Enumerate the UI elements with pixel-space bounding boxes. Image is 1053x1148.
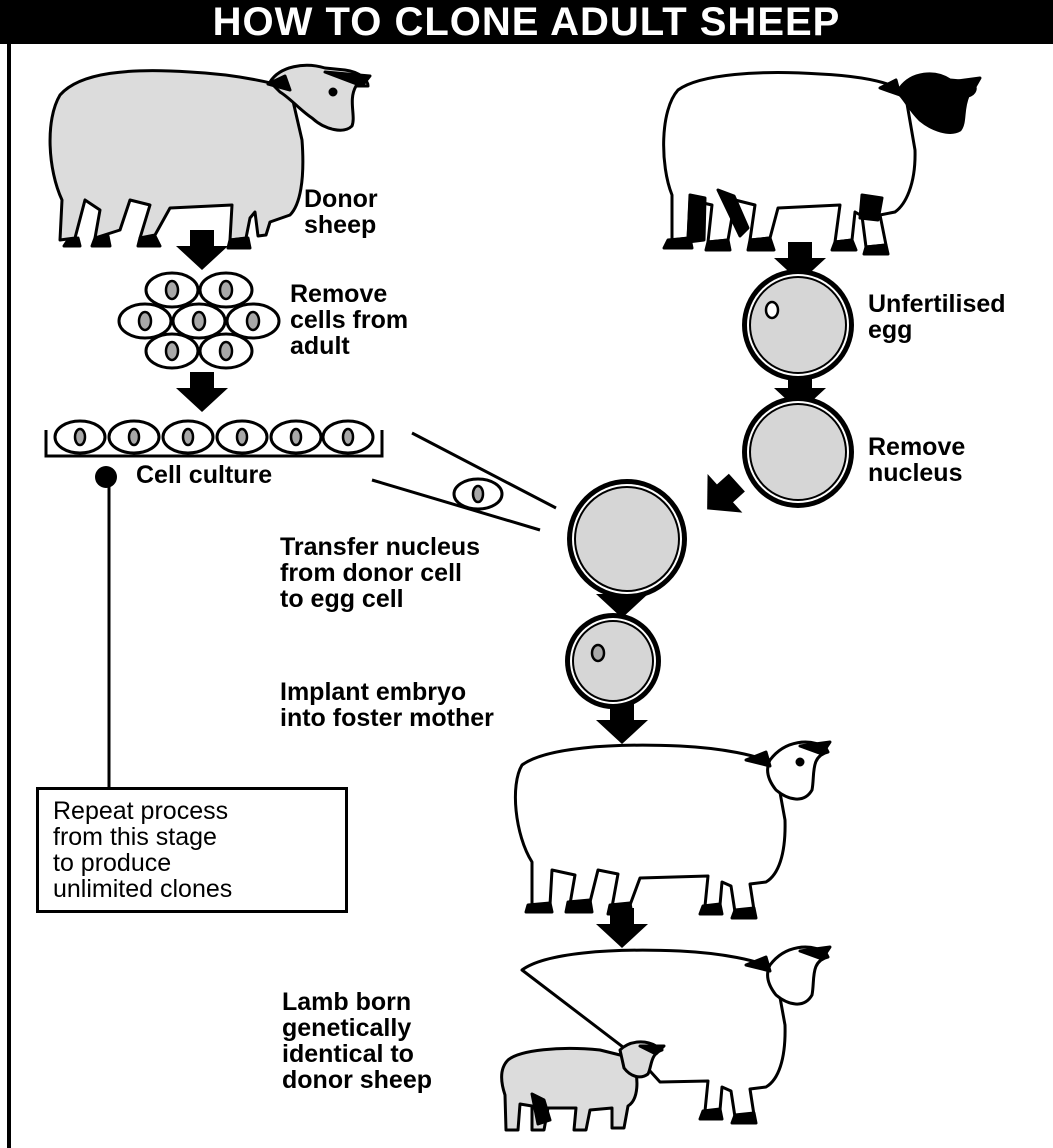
embryo-cell [565,613,661,709]
label-lamb-born: Lamb born genetically identical to donor… [282,989,432,1093]
nuclear-transfer-pipette [372,433,556,530]
repeat-process-box: Repeat process from this stage to produc… [36,787,348,913]
adult-cell-cluster [119,273,279,368]
unfertilised-egg-cell [742,269,854,381]
arrow-donor-to-cells [176,230,228,270]
repeat-connector [95,466,117,790]
label-transfer-nucleus: Transfer nucleus from donor cell to egg … [280,534,480,612]
mother-with-lamb-illustration [502,947,830,1130]
label-donor-sheep: Donor sheep [304,186,378,238]
label-remove-nucleus: Remove nucleus [868,434,965,486]
arrow-embryo-to-mother [596,704,648,744]
egg-donor-sheep-illustration [664,73,980,254]
foster-mother-sheep-illustration [515,742,830,918]
arrow-cells-to-culture [176,372,228,412]
fused-egg-cell [567,479,687,599]
label-remove-cells: Remove cells from adult [290,281,408,359]
enucleated-egg-cell [742,396,854,508]
label-implant-embryo: Implant embryo into foster mother [280,679,494,731]
label-cell-culture: Cell culture [136,462,272,488]
label-unfertilised-egg: Unfertilised egg [868,291,1006,343]
repeat-process-text: Repeat process from this stage to produc… [53,798,232,902]
arrow-enucleated-to-fusion [690,463,755,528]
cell-culture-dish [46,421,382,456]
